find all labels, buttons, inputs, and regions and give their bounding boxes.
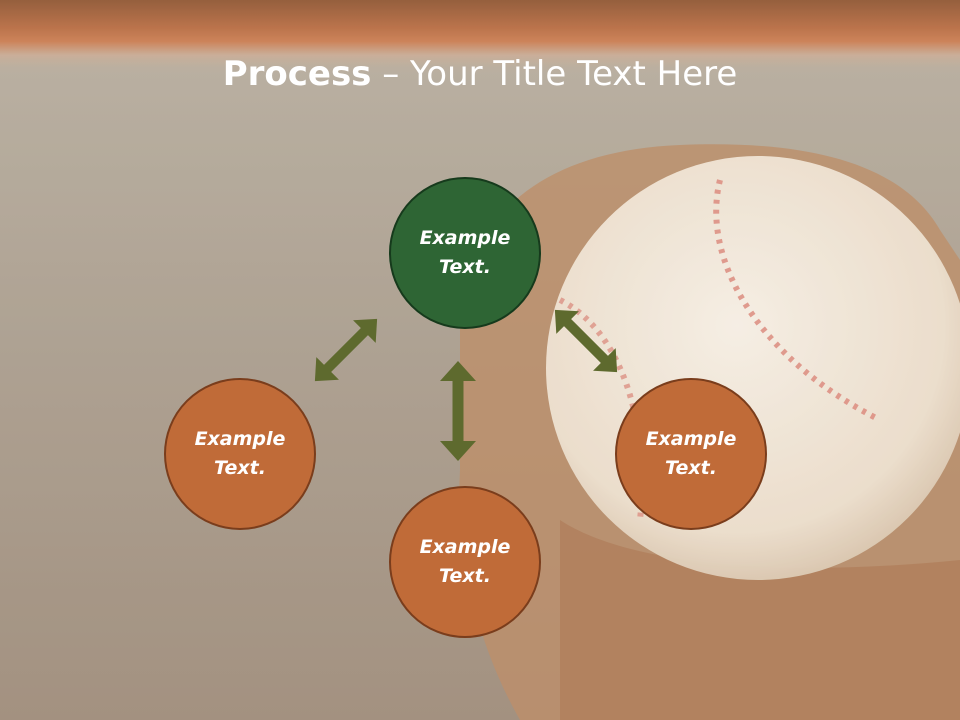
process-node-left: Example Text. — [164, 378, 316, 530]
title-bold: Process — [222, 54, 372, 94]
node-bottom-text: Example Text. — [419, 536, 511, 587]
slide-title: Process – Your Title Text Here — [0, 52, 960, 96]
node-left-text: Example Text. — [194, 428, 286, 479]
node-right-text: Example Text. — [645, 428, 737, 479]
process-node-center: Example Text. — [389, 177, 541, 329]
process-node-bottom: Example Text. — [389, 486, 541, 638]
node-center-text: Example Text. — [419, 227, 511, 278]
title-rest: – Your Title Text Here — [371, 54, 738, 94]
process-node-right: Example Text. — [615, 378, 767, 530]
